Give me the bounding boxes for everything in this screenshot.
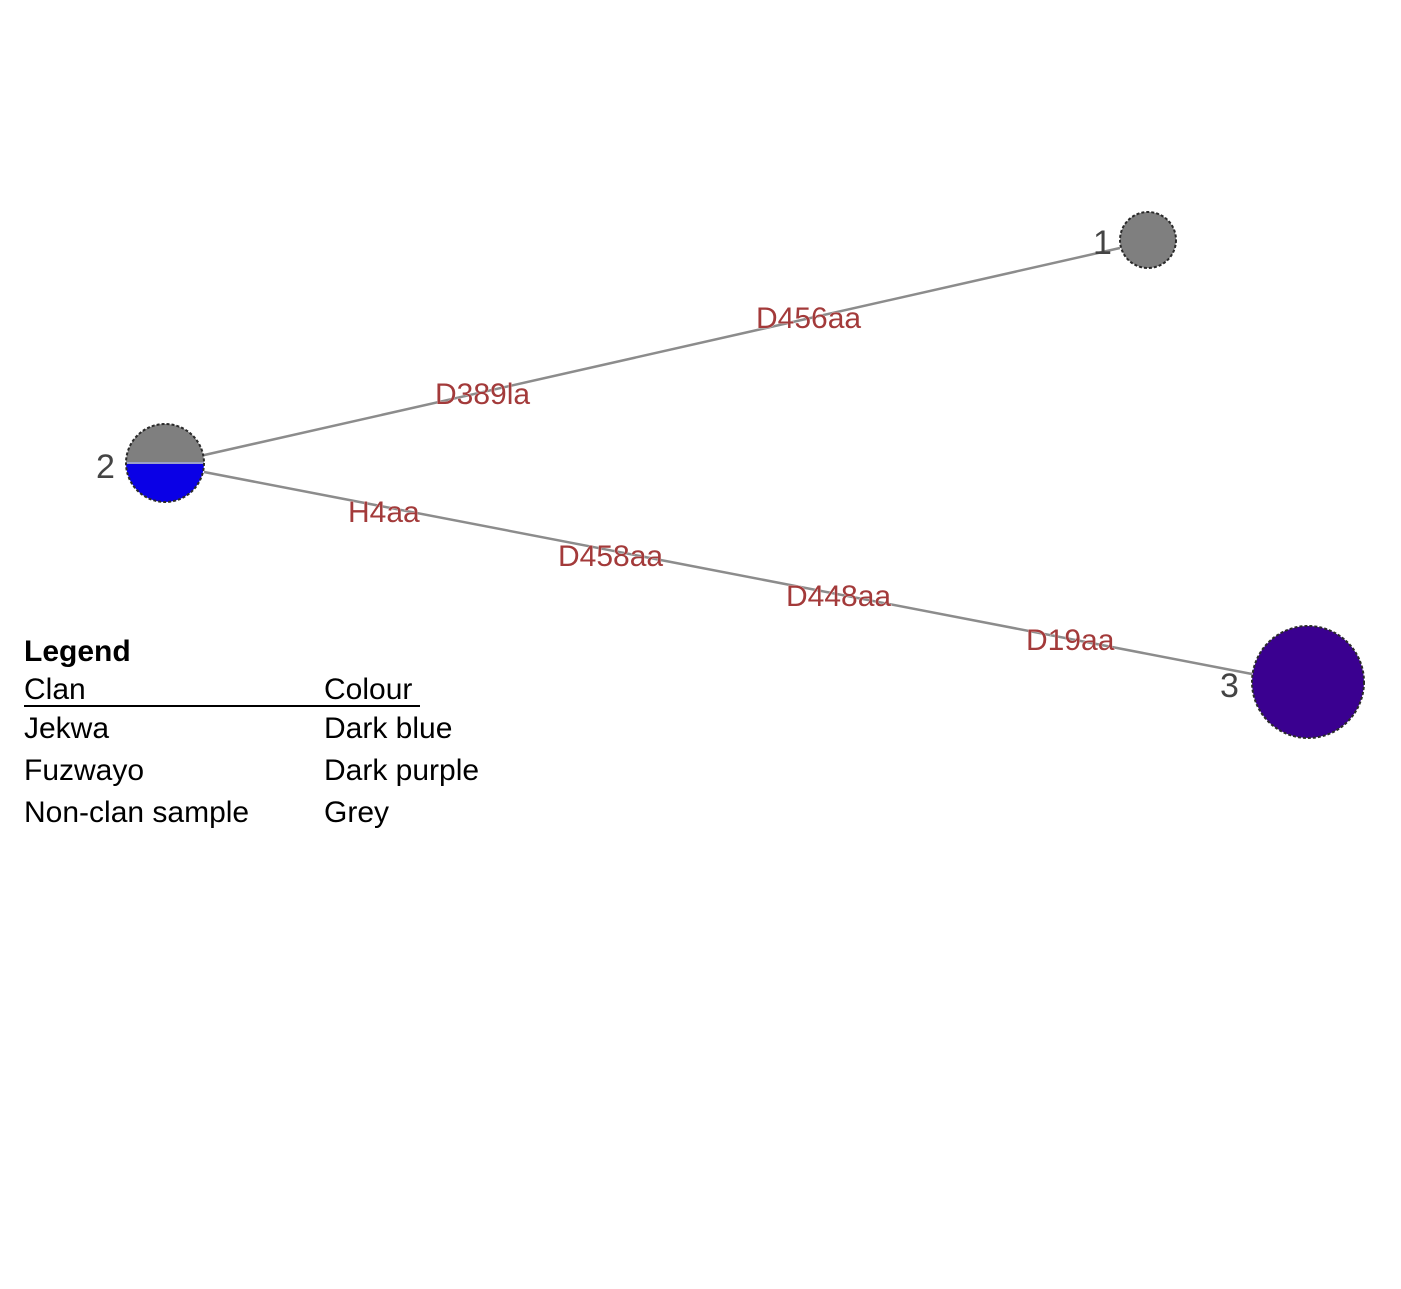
mutation-label: D456aa [756,302,861,335]
legend-clan-colour: Grey [324,796,390,829]
legend-row: Fuzwayo Dark purple [24,750,544,792]
legend-clan-name: Fuzwayo [24,754,145,787]
edge-2-3 [203,470,1253,676]
legend-title: Legend [24,635,131,668]
node-2-slice-grey [126,424,204,463]
legend-row: Non-clan sample Grey [24,792,544,834]
edge-2-1 [199,246,1121,458]
legend-row: Jekwa Dark blue [24,708,544,750]
node-1-slice-grey [1120,212,1176,268]
legend: Legend Clan Colour Jekwa Dark blue Fuzwa… [24,632,544,834]
legend-header-colour: Colour [324,673,413,706]
mutation-label: H4aa [348,496,420,529]
node-label-2: 2 [96,448,115,486]
node-1-outline [1119,211,1177,269]
node-label-1: 1 [1093,224,1112,262]
mutation-label: D458aa [558,540,663,573]
node-2-outline [125,423,205,503]
mutation-label: D389la [435,378,530,411]
legend-clan-name: Non-clan sample [24,796,250,829]
node-3-slice-purple [1252,626,1364,738]
node-3-outline [1251,625,1365,739]
legend-header-rule [24,705,420,707]
haplotype-node-1: 1 [1093,211,1177,269]
legend-clan-name: Jekwa [24,712,110,745]
haplotype-node-3: 3 [1220,625,1365,739]
legend-clan-colour: Dark blue [324,712,453,745]
node-2-slice-blue [126,463,204,502]
haplotype-node-2: 2 [96,423,205,503]
legend-clan-colour: Dark purple [324,754,480,787]
legend-header: Clan Colour [24,672,544,708]
mutation-label: D19aa [1026,624,1115,657]
legend-header-clan: Clan [24,673,86,706]
node-label-3: 3 [1220,667,1239,705]
mutation-label: D448aa [786,580,891,613]
